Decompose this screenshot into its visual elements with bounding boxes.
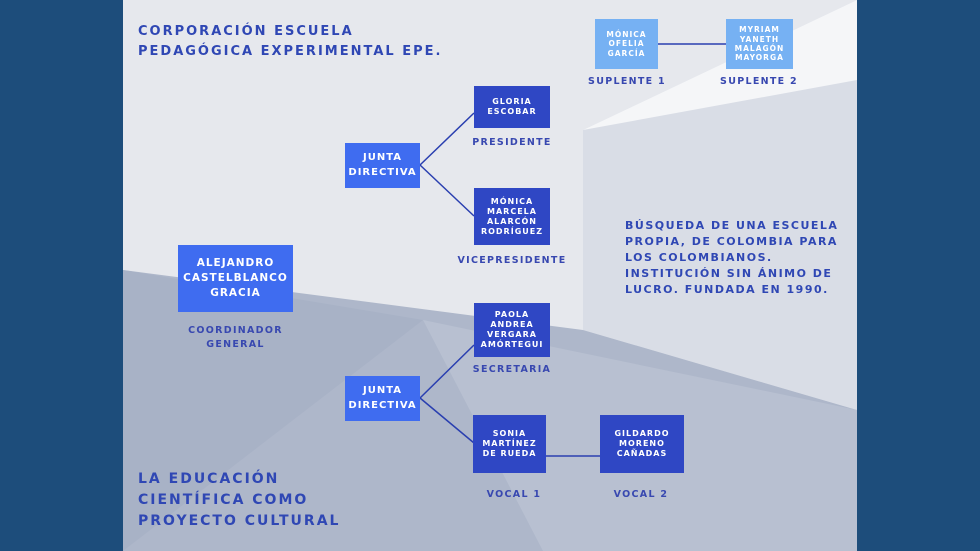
secretary-box: PAOLA ANDREA VERGARA AMÓRTEGUI [474,303,550,357]
suplente2-box: MYRIAM YANETH MALAGÓN MAYORGA [726,19,793,69]
president-role-label: PRESIDENTE [472,137,552,148]
vocal2-box: GILDARDO MORENO CAÑADAS [600,415,684,473]
suplente1-role-label: SUPLENTE 1 [588,76,666,87]
secretary-role-label: SECRETARIA [472,364,552,375]
org-chart-slide: CORPORACIÓN ESCUELA PEDAGÓGICA EXPERIMEN… [123,0,857,551]
junta-directiva-top-box: JUNTA DIRECTIVA [345,143,420,188]
junta-directiva-bottom-box: JUNTA DIRECTIVA [345,376,420,421]
suplente1-box: MÓNICA OFELIA GARCÍA [595,19,658,69]
background-shapes [123,0,857,551]
vicepresident-box: MÓNICA MARCELA ALARCÓN RODRÍGUEZ [474,188,550,245]
vocal1-role-label: VOCAL 1 [486,489,542,500]
description-text: BÚSQUEDA DE UNA ESCUELA PROPIA, DE COLOM… [625,219,839,296]
motto-text: LA EDUCACIÓN CIENTÍFICA COMO PROYECTO CU… [138,471,341,529]
president-box: GLORIA ESCOBAR [474,86,550,128]
suplente2-role-label: SUPLENTE 2 [720,76,798,87]
coordinator-box: ALEJANDRO CASTELBLANCO GRACIA [178,245,293,312]
connector-lines [419,43,726,457]
vocal1-box: SONIA MARTÍNEZ DE RUEDA [473,415,546,473]
vicepresident-role-label: VICEPRESIDENTE [457,255,567,266]
vocal2-role-label: VOCAL 2 [613,489,669,500]
coordinator-role-label: COORDINADOR GENERAL [188,325,283,350]
page-title: CORPORACIÓN ESCUELA PEDAGÓGICA EXPERIMEN… [138,24,443,60]
